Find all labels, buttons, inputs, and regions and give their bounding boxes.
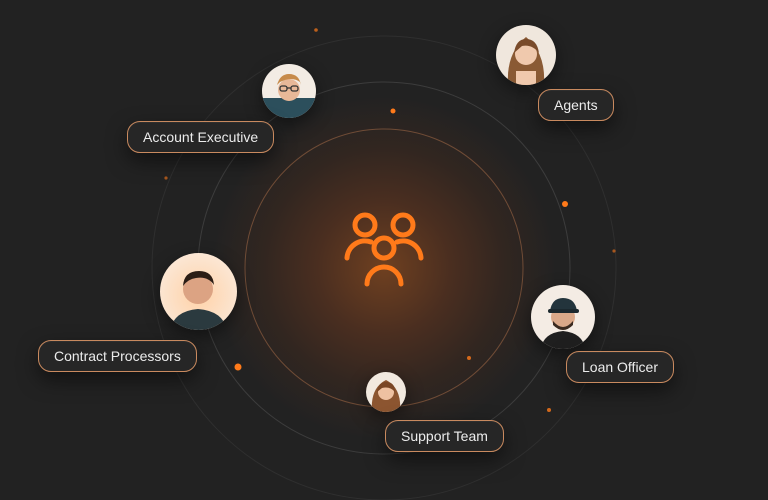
orbit-dot — [612, 249, 616, 253]
account-executive-avatar — [262, 64, 316, 118]
team-icon — [340, 205, 430, 295]
role-pill-loan-officer[interactable]: Loan Officer — [566, 351, 675, 383]
role-pill-support-team[interactable]: Support Team — [385, 420, 504, 452]
outer-orbit-ring — [151, 35, 617, 500]
role-pill-agents[interactable]: Agents — [538, 89, 614, 121]
agents-avatar — [496, 25, 556, 85]
orbit-dot — [547, 408, 551, 412]
orbit-dot — [390, 108, 396, 114]
orbit-dot — [467, 356, 471, 360]
orbit-dot — [314, 28, 318, 32]
orbit-dot — [562, 201, 568, 207]
support-team-avatar — [366, 372, 406, 412]
role-pill-contract-processors[interactable]: Contract Processors — [38, 340, 197, 372]
role-pill-account-executive[interactable]: Account Executive — [127, 121, 275, 153]
orbit-dot — [164, 176, 168, 180]
orbit-dot — [234, 363, 242, 371]
contract-processors-avatar — [160, 253, 237, 330]
loan-officer-avatar — [531, 285, 595, 349]
